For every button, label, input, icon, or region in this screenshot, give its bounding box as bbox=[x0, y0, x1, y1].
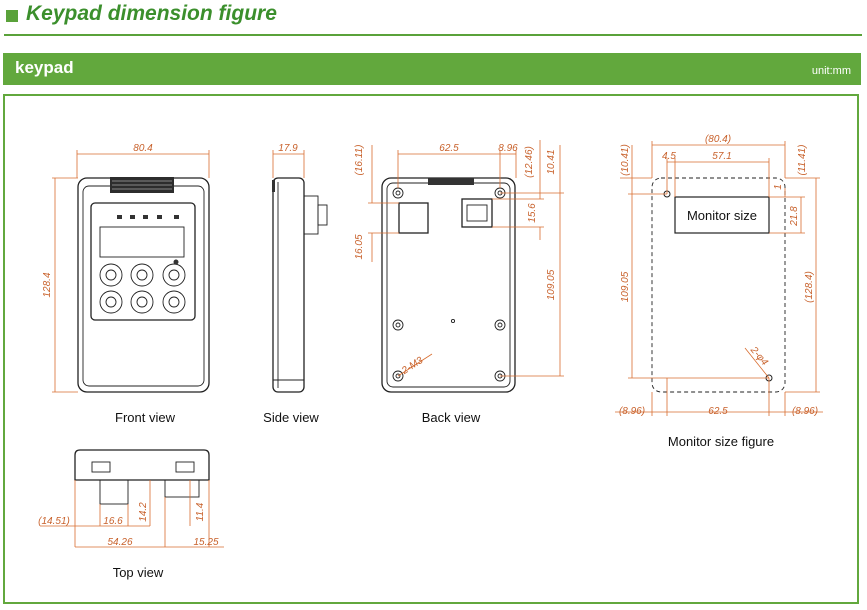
monitor-overall-label: (80.4) bbox=[705, 134, 731, 145]
monitor-size-box-label: Monitor size bbox=[687, 208, 757, 223]
monitor-top-right-label: (11.41) bbox=[797, 145, 808, 176]
back-top-left-label: (16.11) bbox=[354, 145, 365, 176]
back-hole-span-label: 62.5 bbox=[439, 143, 459, 154]
section-band: keypad unit:mm bbox=[3, 53, 861, 85]
drawing-frame bbox=[3, 94, 859, 604]
title-underline bbox=[4, 34, 862, 36]
monitor-cutout-w-label: 57.1 bbox=[712, 151, 731, 162]
monitor-bottom-right-label: (8.96) bbox=[792, 406, 818, 417]
back-top-right-1-label: (12.46) bbox=[524, 146, 535, 178]
monitor-cutout-h-label: 21.8 bbox=[789, 206, 800, 227]
monitor-small-1-label: 1 bbox=[773, 184, 784, 190]
page-title: Keypad dimension figure bbox=[26, 2, 277, 25]
back-top-right-2-label: 10.41 bbox=[546, 149, 557, 174]
monitor-right-v-label: (128.4) bbox=[804, 271, 815, 303]
back-screw-label: 2-M3 bbox=[399, 355, 425, 377]
top-c3-label: 11.4 bbox=[195, 502, 206, 521]
back-left-v-label: 16.05 bbox=[354, 234, 365, 259]
back-connector-h-label: 15.6 bbox=[527, 203, 538, 223]
back-view: 62.5 8.96 (16.11) 16.05 (12.46) 10.41 15… bbox=[354, 140, 564, 425]
page-header: Keypad dimension figure bbox=[6, 2, 861, 34]
monitor-size-figure: Monitor size (80.4) 4.5 57.1 (10.41) 109… bbox=[615, 134, 823, 449]
top-c1-label: 16.6 bbox=[103, 516, 123, 527]
back-view-caption: Back view bbox=[422, 410, 481, 425]
top-view-caption: Top view bbox=[113, 565, 164, 580]
unit-label: unit:mm bbox=[811, 65, 851, 77]
monitor-left-v-label: 109.05 bbox=[620, 271, 631, 302]
monitor-bottom-left-label: (8.96) bbox=[619, 406, 645, 417]
top-view: (14.51) 16.6 14.2 11.4 54.26 15.25 Top v… bbox=[38, 449, 224, 580]
front-height-label: 128.4 bbox=[42, 272, 53, 297]
monitor-bottom-mid-label: 62.5 bbox=[708, 406, 728, 417]
back-hole-offset-label: 8.96 bbox=[498, 143, 518, 154]
front-width-label: 80.4 bbox=[133, 143, 153, 154]
monitor-figure-caption: Monitor size figure bbox=[668, 434, 774, 449]
side-view-caption: Side view bbox=[263, 410, 319, 425]
title-bullet bbox=[6, 10, 18, 22]
monitor-top-left-label: (10.41) bbox=[620, 144, 631, 176]
top-overall-label: 54.26 bbox=[107, 537, 132, 548]
front-view-caption: Front view bbox=[115, 410, 176, 425]
top-left-label: (14.51) bbox=[38, 516, 70, 527]
back-hole-v-label: 109.05 bbox=[546, 269, 557, 300]
monitor-left-margin-label: 4.5 bbox=[662, 151, 676, 162]
side-view: 17.9 Side view bbox=[263, 143, 328, 425]
side-depth-label: 17.9 bbox=[278, 143, 298, 154]
front-view: 80.4 128.4 Front view bbox=[42, 143, 210, 425]
top-c2-label: 14.2 bbox=[138, 502, 149, 522]
section-title: keypad bbox=[15, 58, 74, 77]
monitor-hole-label: 2-φ4 bbox=[747, 344, 770, 368]
top-right-label: 15.25 bbox=[193, 537, 218, 548]
